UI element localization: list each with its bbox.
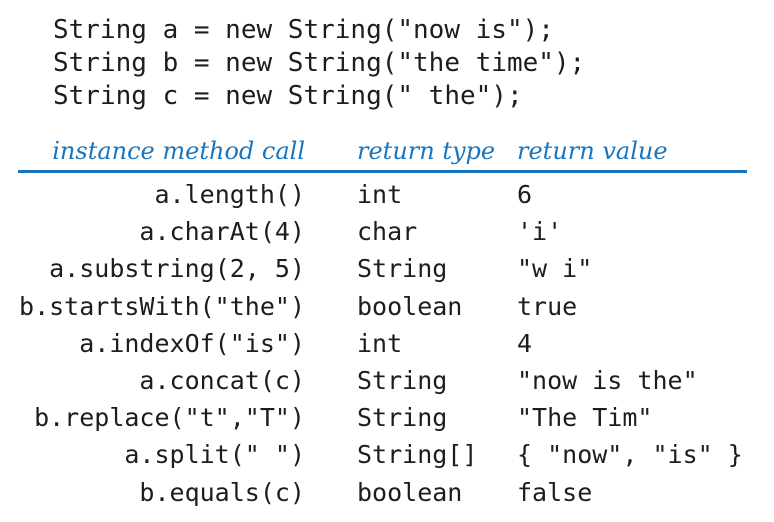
header-rule-divider	[18, 170, 747, 173]
return-type: boolean	[357, 291, 463, 321]
header-return-value: return value	[517, 137, 668, 165]
return-value: 'i'	[517, 217, 563, 247]
table-row: a.concat(c) String "now is the"	[18, 362, 747, 399]
method-call: b.replace("t","T")	[34, 403, 305, 433]
return-value: 6	[517, 180, 533, 210]
method-call: a.length()	[154, 180, 305, 210]
return-value: 4	[517, 328, 533, 358]
code-block: String a = new String("now is"); String …	[53, 14, 774, 113]
table-row: a.substring(2, 5) String "w i"	[18, 250, 747, 287]
table-row: a.length() int 6	[18, 176, 747, 213]
method-call: b.equals(c)	[139, 477, 305, 507]
method-call: b.startsWith("the")	[19, 291, 305, 321]
method-call: a.split(" ")	[124, 440, 305, 470]
code-line-declaration-b: String b = new String("the time");	[53, 48, 586, 78]
return-value: "The Tim"	[517, 403, 653, 433]
return-type: char	[357, 217, 418, 247]
return-value: "w i"	[517, 254, 593, 284]
header-instance-method-call: instance method call	[52, 137, 305, 165]
method-call: a.indexOf("is")	[79, 328, 305, 358]
header-return-type: return type	[357, 137, 496, 165]
method-call: a.concat(c)	[139, 366, 305, 396]
return-type: String	[357, 403, 448, 433]
table-row: a.charAt(4) char 'i'	[18, 213, 747, 250]
table-row: b.startsWith("the") boolean true	[18, 288, 747, 325]
return-type: boolean	[357, 477, 463, 507]
code-line-declaration-c: String c = new String(" the");	[53, 81, 523, 111]
return-type: String	[357, 366, 448, 396]
table-row: a.indexOf("is") int 4	[18, 325, 747, 362]
return-value: true	[517, 291, 578, 321]
table-row: b.equals(c) boolean false	[18, 474, 747, 511]
return-type: String	[357, 254, 448, 284]
table-row: a.split(" ") String[] { "now", "is" }	[18, 436, 747, 473]
return-value: false	[517, 477, 593, 507]
table-header-row: instance method call return type return …	[18, 137, 747, 168]
table-body: a.length() int 6 a.charAt(4) char 'i' a.…	[18, 176, 747, 511]
string-methods-table: instance method call return type return …	[18, 137, 747, 511]
return-value: "now is the"	[517, 366, 698, 396]
return-type: int	[357, 180, 403, 210]
return-value: { "now", "is" }	[517, 440, 743, 470]
return-type: int	[357, 328, 403, 358]
table-row: b.replace("t","T") String "The Tim"	[18, 399, 747, 436]
method-call: a.charAt(4)	[139, 217, 305, 247]
method-call: a.substring(2, 5)	[49, 254, 305, 284]
code-line-declaration-a: String a = new String("now is");	[53, 15, 554, 45]
return-type: String[]	[357, 440, 478, 470]
